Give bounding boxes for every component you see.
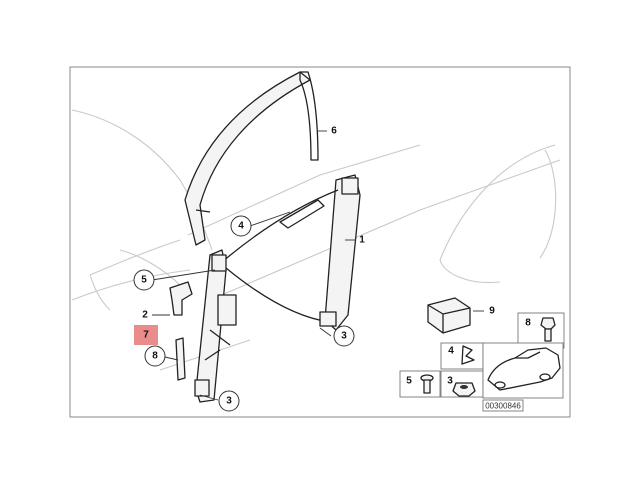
callout-6: 6	[331, 126, 337, 137]
svg-text:7: 7	[143, 330, 149, 341]
svg-text:5: 5	[141, 275, 147, 286]
callout-3-lower: 3	[218, 390, 240, 412]
svg-text:00300846: 00300846	[485, 402, 521, 411]
legend-part-5: 5	[399, 370, 441, 398]
car-thumbnail	[482, 342, 564, 399]
leader-lines	[151, 130, 484, 401]
svg-text:4: 4	[238, 221, 244, 232]
window-regulator	[194, 174, 361, 403]
part-2-motor	[169, 281, 193, 316]
svg-text:8: 8	[152, 351, 158, 362]
callout-7-highlighted: 7	[134, 325, 158, 345]
svg-text:1: 1	[359, 235, 365, 246]
svg-text:8: 8	[525, 318, 531, 329]
callout-1: 1	[359, 235, 365, 246]
legend-part-9: 9	[427, 297, 495, 334]
legend-part-3: 3	[440, 370, 484, 398]
svg-text:2: 2	[142, 310, 148, 321]
callout-3-upper: 3	[333, 325, 355, 347]
reference-code-label: 00300846	[482, 399, 524, 412]
svg-text:3: 3	[447, 376, 453, 387]
svg-text:4: 4	[448, 346, 454, 357]
svg-text:3: 3	[226, 396, 232, 407]
callout-5: 5	[133, 269, 155, 291]
legend-part-8: 8	[517, 312, 565, 349]
parts-legend: 9 8 4 5 3	[399, 297, 565, 412]
callout-2: 2	[142, 310, 148, 321]
window-guide-rail	[184, 71, 319, 246]
svg-text:3: 3	[341, 331, 347, 342]
part-8-strip	[175, 337, 186, 381]
callout-8: 8	[144, 345, 166, 367]
legend-part-4: 4	[440, 342, 484, 370]
svg-text:6: 6	[331, 126, 337, 137]
diagram-frame	[69, 66, 571, 418]
svg-text:9: 9	[489, 306, 495, 317]
svg-text:5: 5	[406, 376, 412, 387]
callout-4: 4	[230, 215, 252, 237]
